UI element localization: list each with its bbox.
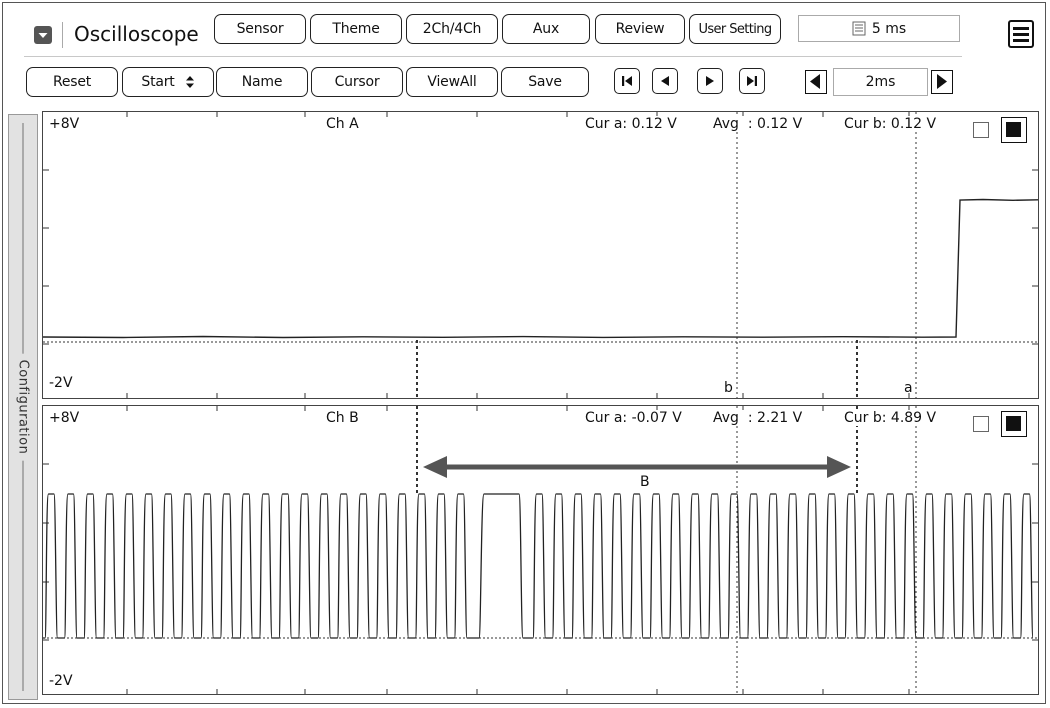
channel-a-name: Ch A [326,116,359,132]
channel-b-cursor-b-readout: Cur b: 4.89 V [844,410,937,426]
toolbar-separator [24,56,962,57]
channel-a-top-label: +8V [49,116,80,132]
channel-a-cursor-a-readout: Cur a: 0.12 V [585,116,677,132]
sensor-button[interactable]: Sensor [214,14,306,44]
channel-mode-button[interactable]: 2Ch/4Ch [406,14,498,44]
name-button[interactable]: Name [216,67,308,97]
menu-button[interactable] [1008,20,1034,48]
skip-to-end-button[interactable] [739,68,765,94]
configuration-label: Configuration [15,353,31,461]
channel-b-waveform [43,493,1034,639]
cursor-b-label: b [724,380,733,396]
viewall-button[interactable]: ViewAll [406,67,498,97]
cursor-a-label: a [904,380,913,396]
channel-b-trace [43,406,1038,694]
arrow-right-icon [937,74,947,89]
arrow-left-icon [810,74,820,89]
play-reverse-icon [661,76,669,86]
reset-button[interactable]: Reset [26,67,118,97]
menu-icon [1013,27,1029,42]
time-div-field[interactable]: 2ms [833,68,928,96]
channel-b-top-label: +8V [49,410,80,426]
channel-b-panel[interactable]: B +8V -2V Ch B Cur a: -0.07 V Avg : 2.21… [42,405,1039,695]
channel-a-select-box[interactable] [1001,117,1027,143]
up-down-arrows-icon [185,76,194,88]
chevron-down-icon [38,33,48,38]
time-display-field: 5 ms [798,15,960,42]
channel-b-average-readout: Avg : 2.21 V [713,410,803,426]
collapse-toggle[interactable] [34,26,52,44]
channel-a-panel[interactable]: +8V -2V Ch A Cur a: 0.12 V Avg : 0.12 V … [42,111,1039,399]
start-select[interactable]: Start [122,67,214,97]
title-divider [62,22,63,48]
step-forward-button[interactable] [697,68,723,94]
skip-end-icon [747,76,757,86]
hourglass-icon [852,21,866,36]
configuration-sidebar[interactable]: Configuration [8,114,38,700]
channel-a-cursor-b-readout: Cur b: 0.12 V [844,116,937,132]
skip-to-start-button[interactable] [614,68,640,94]
channel-a-bottom-label: -2V [49,375,73,391]
step-back-button[interactable] [652,68,678,94]
user-setting-button[interactable]: User Setting [689,14,781,44]
theme-button[interactable]: Theme [310,14,402,44]
cursor-button[interactable]: Cursor [311,67,403,97]
channel-b-checkbox[interactable] [973,416,989,432]
play-icon [706,76,714,86]
review-button[interactable]: Review [595,14,685,44]
channel-b-cursor-a-readout: Cur a: -0.07 V [585,410,682,426]
span-arrow-left-head [423,456,447,478]
app-title: Oscilloscope [74,22,199,46]
span-arrow-right-head [827,456,851,478]
time-div-decrease-button[interactable] [805,70,827,94]
channel-b-name: Ch B [326,410,359,426]
channel-b-select-box[interactable] [1001,411,1027,437]
save-button[interactable]: Save [501,67,589,97]
channel-b-bottom-label: -2V [49,673,73,689]
aux-button[interactable]: Aux [502,14,590,44]
channel-a-checkbox[interactable] [973,122,989,138]
channel-a-trace [43,112,1038,398]
start-select-label: Start [141,74,175,90]
channel-a-waveform [43,198,1038,339]
span-label: B [640,474,650,490]
skip-start-icon [622,76,632,86]
time-display-value: 5 ms [871,20,907,37]
time-div-increase-button[interactable] [931,70,953,94]
channel-a-average-readout: Avg : 0.12 V [713,116,803,132]
